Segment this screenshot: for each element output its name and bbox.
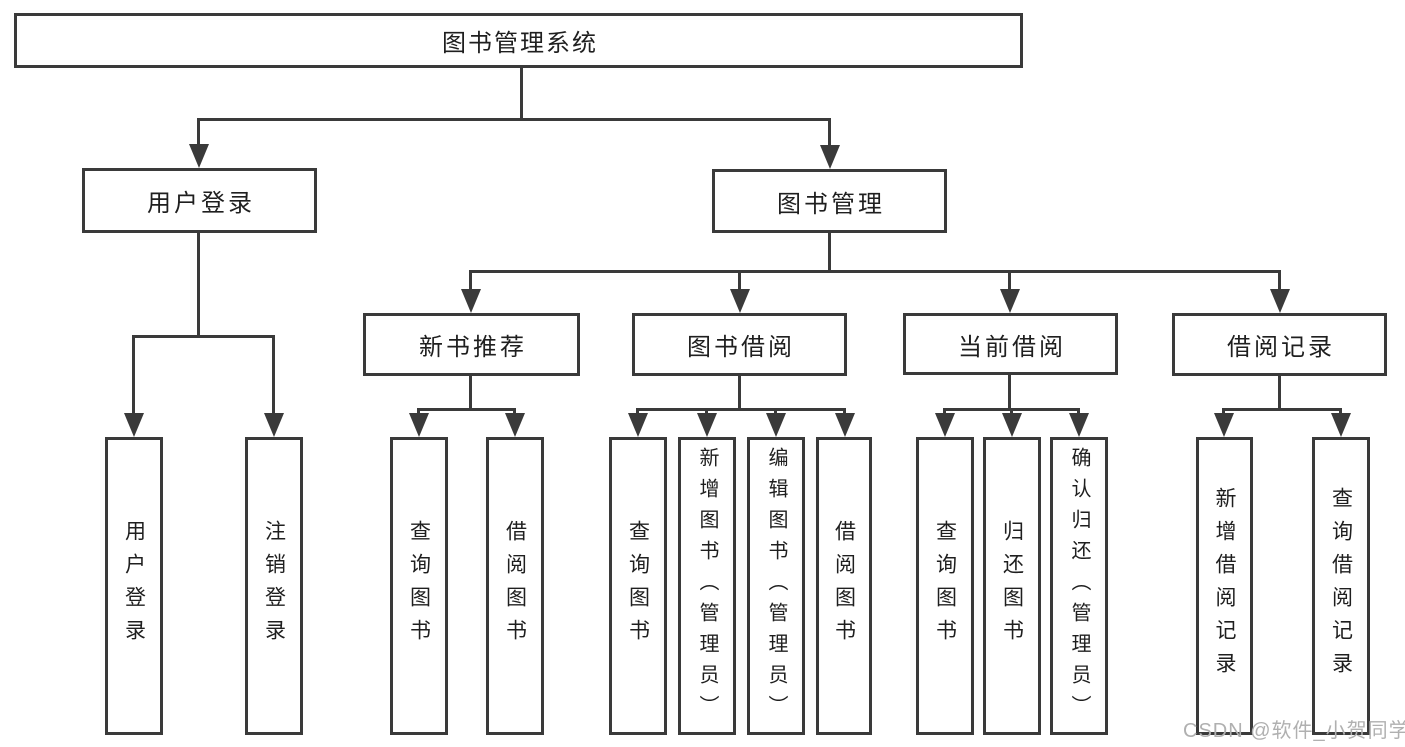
arrow-down-icon <box>935 413 955 437</box>
connector-line <box>738 270 741 297</box>
arrow-down-icon <box>189 144 209 168</box>
node-borrow-records: 借阅记录 <box>1172 313 1387 376</box>
node-library-system: 图书管理系统 <box>14 13 1023 68</box>
leaf-query-books-borrow: 查询图书 <box>609 437 667 735</box>
connector-line <box>1222 408 1342 411</box>
arrow-down-icon <box>835 413 855 437</box>
leaf-return-books: 归还图书 <box>983 437 1041 735</box>
leaf-query-books-current: 查询图书 <box>916 437 974 735</box>
leaf-confirm-return-admin: 确认归还（管理员） <box>1050 437 1108 735</box>
arrow-down-icon <box>124 413 144 437</box>
arrow-down-icon <box>820 145 840 169</box>
leaf-user-login: 用户登录 <box>105 437 163 735</box>
connector-line <box>417 408 516 411</box>
leaf-query-books-recommend: 查询图书 <box>390 437 448 735</box>
connector-user-login-stem <box>197 233 200 338</box>
arrow-down-icon <box>264 413 284 437</box>
arrow-down-icon <box>730 289 750 313</box>
csdn-watermark: CSDN @软件_小贺同学 <box>1183 720 1405 742</box>
arrow-down-icon <box>1331 413 1351 437</box>
arrow-down-icon <box>1000 289 1020 313</box>
arrow-down-icon <box>697 413 717 437</box>
connector-line <box>1008 270 1011 297</box>
arrow-down-icon <box>1270 289 1290 313</box>
leaf-add-book-admin: 新增图书（管理员） <box>678 437 736 735</box>
connector-book-management-stem <box>828 233 831 273</box>
leaf-edit-book-admin: 编辑图书（管理员） <box>747 437 805 735</box>
arrow-down-icon <box>628 413 648 437</box>
connector-line <box>1278 270 1281 297</box>
leaf-query-borrow-record: 查询借阅记录 <box>1312 437 1370 735</box>
connector-line <box>469 376 472 411</box>
arrow-down-icon <box>409 413 429 437</box>
connector-line <box>1278 376 1281 411</box>
arrow-down-icon <box>505 413 525 437</box>
connector-line <box>197 118 200 150</box>
leaf-add-borrow-record: 新增借阅记录 <box>1196 437 1253 735</box>
leaf-borrow-books-recommend: 借阅图书 <box>486 437 544 735</box>
arrow-down-icon <box>766 413 786 437</box>
node-new-book-recommend: 新书推荐 <box>363 313 580 376</box>
arrow-down-icon <box>461 289 481 313</box>
connector-line <box>272 335 275 421</box>
connector-user-login-distribution <box>132 335 275 338</box>
arrow-down-icon <box>1002 413 1022 437</box>
leaf-borrow-books: 借阅图书 <box>816 437 872 735</box>
node-current-borrow: 当前借阅 <box>903 313 1118 375</box>
node-user-login: 用户登录 <box>82 168 317 233</box>
connector-line <box>636 408 846 411</box>
connector-line <box>132 335 135 421</box>
connector-line <box>1008 375 1011 411</box>
node-book-management: 图书管理 <box>712 169 947 233</box>
connector-root-stem <box>520 67 523 121</box>
connector-line <box>738 376 741 411</box>
leaf-logout: 注销登录 <box>245 437 303 735</box>
node-book-borrow: 图书借阅 <box>632 313 847 376</box>
arrow-down-icon <box>1214 413 1234 437</box>
connector-line <box>828 118 831 150</box>
connector-level2-distribution <box>197 118 831 121</box>
connector-line <box>469 270 472 297</box>
arrow-down-icon <box>1069 413 1089 437</box>
connector-level3-distribution <box>469 270 1281 273</box>
